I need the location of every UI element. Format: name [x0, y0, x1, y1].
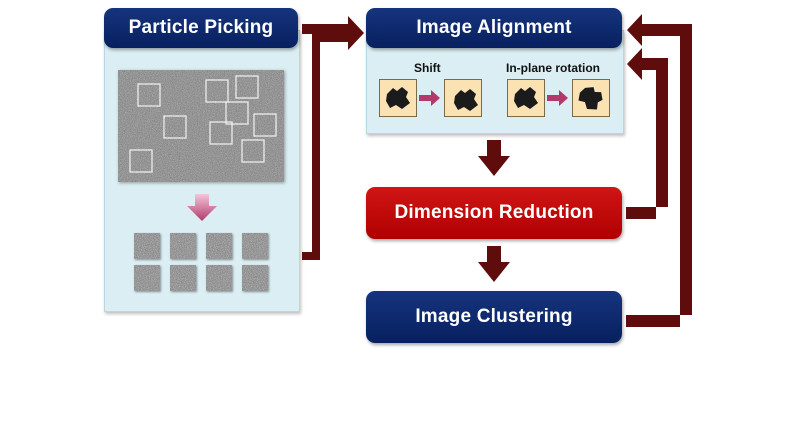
- arrow-clustering-feedback: [626, 14, 692, 327]
- rotation-label: In-plane rotation: [506, 61, 600, 75]
- particle-boxes: [129, 75, 277, 173]
- particle-picking-header: Particle Picking: [104, 8, 298, 48]
- image-clustering-box: Image Clustering: [366, 291, 622, 343]
- arrow-reduction-to-clustering: [478, 246, 510, 282]
- micrograph-image: [118, 70, 284, 182]
- dimension-reduction-box: Dimension Reduction: [366, 187, 622, 239]
- arrow-picking-to-alignment: [302, 16, 364, 260]
- shift-label: Shift: [414, 61, 441, 75]
- shift-before-square: [379, 79, 417, 117]
- rotation-after-square: [572, 79, 610, 117]
- rotation-arrow: [547, 90, 568, 106]
- dimension-reduction-title: Dimension Reduction: [394, 202, 594, 223]
- particle-thumbnail: [242, 265, 268, 291]
- image-alignment-title: Image Alignment: [416, 17, 572, 38]
- particle-thumbnail: [134, 265, 160, 291]
- particle-thumbnail: [206, 265, 232, 291]
- particle-picking-title: Particle Picking: [128, 17, 274, 38]
- image-clustering-title: Image Clustering: [415, 306, 573, 327]
- arrow-alignment-to-reduction: [478, 140, 510, 176]
- shift-after-square: [444, 79, 482, 117]
- particle-thumbnail: [242, 233, 268, 259]
- particle-thumbnail: [170, 265, 196, 291]
- image-alignment-header: Image Alignment: [366, 8, 622, 48]
- particle-thumbnail: [134, 233, 160, 259]
- picking-down-arrow: [187, 194, 217, 221]
- rotation-before-square: [507, 79, 545, 117]
- particle-thumbnail: [170, 233, 196, 259]
- shift-arrow: [419, 90, 440, 106]
- arrow-reduction-feedback: [626, 48, 668, 219]
- particle-thumbnail: [206, 233, 232, 259]
